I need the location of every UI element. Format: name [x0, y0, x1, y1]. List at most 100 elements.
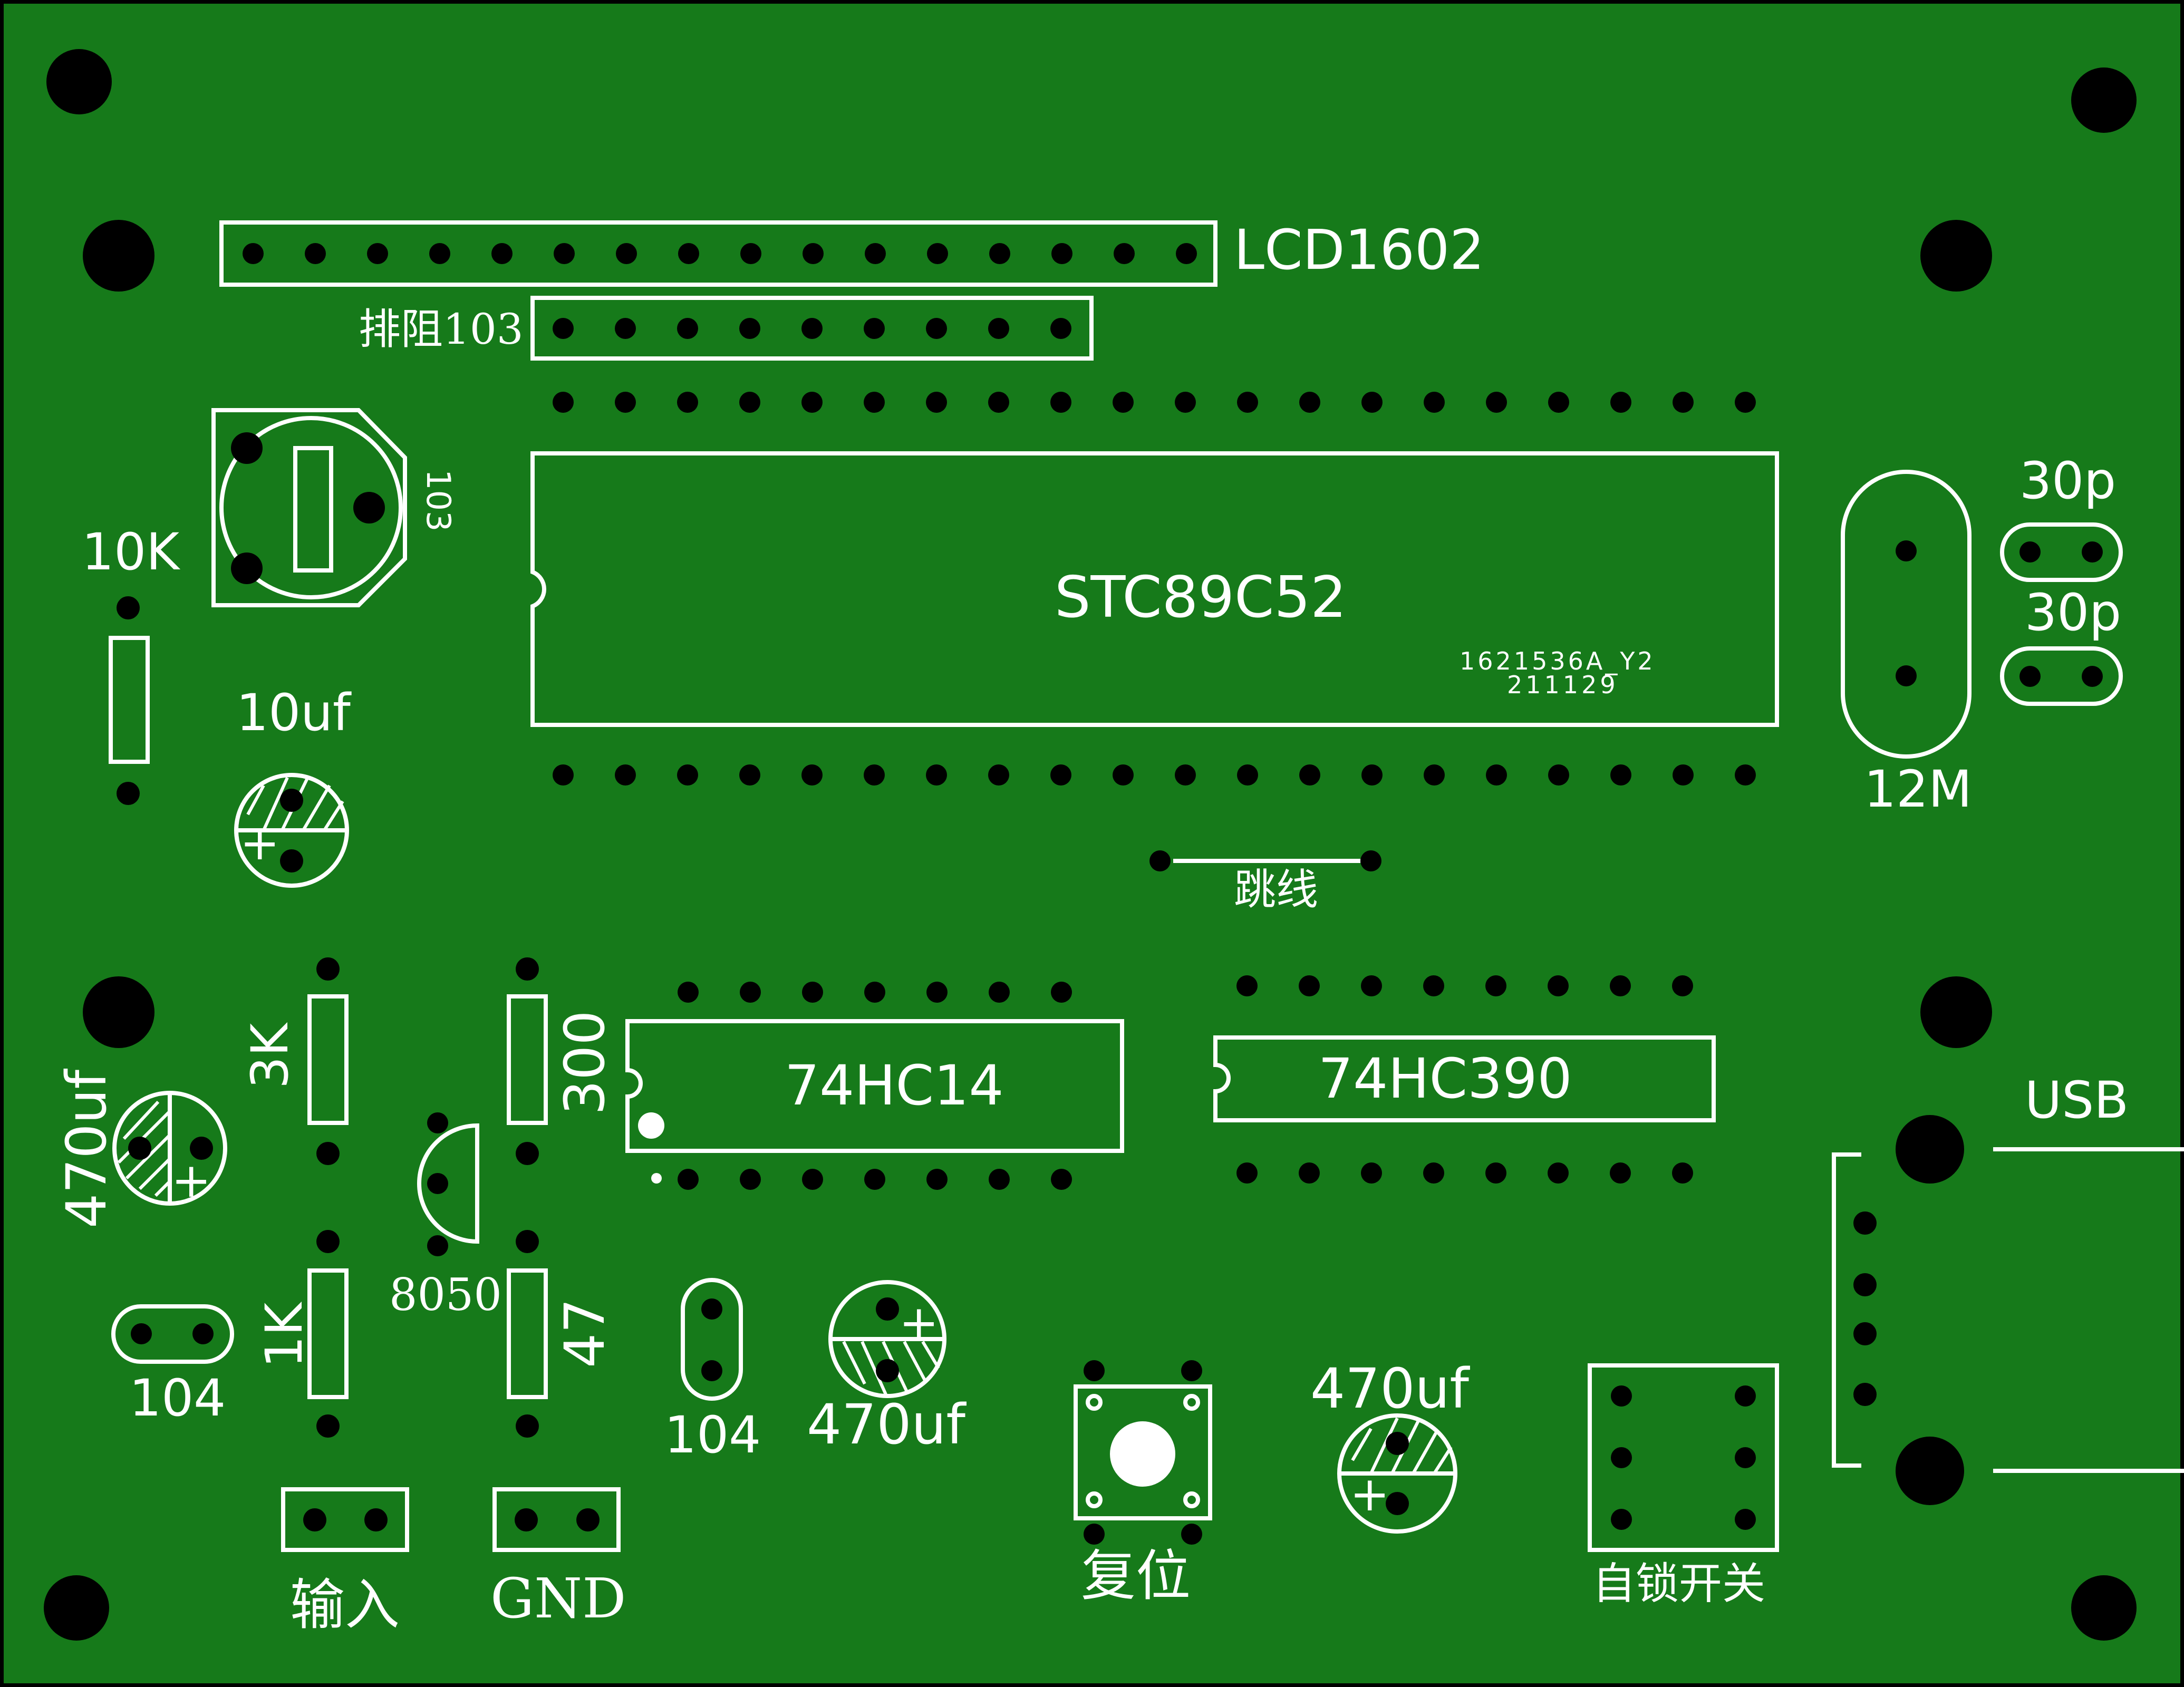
ic-74hc390-pad	[1485, 975, 1506, 996]
resistor-network-pad	[1050, 318, 1071, 339]
input-label: 输入	[290, 1573, 400, 1637]
ic-74hc390-pad	[1548, 975, 1569, 996]
ic-74hc390-pad	[1610, 1162, 1631, 1184]
mcu-pad	[1361, 392, 1383, 413]
mcu-pad	[1113, 392, 1134, 413]
mcu-pad	[1175, 392, 1196, 413]
ic-74hc390-pad	[1236, 975, 1258, 996]
mcu-pad	[1486, 392, 1507, 413]
lcd-pad	[803, 243, 824, 264]
ic-74hc14-pad	[740, 1169, 761, 1190]
mcu-pad	[1050, 392, 1071, 413]
capacitor-104-mid-label: 104	[664, 1405, 761, 1465]
mcu-pad	[988, 392, 1009, 413]
lcd-pad	[429, 243, 450, 264]
resistor-47: 47	[507, 1230, 617, 1438]
lcd-pad	[865, 243, 886, 264]
capacitor-10uf: 10uf +	[234, 683, 352, 888]
capacitor-470uf-left-label: 470uf	[54, 1069, 119, 1228]
mcu-pad	[739, 392, 760, 413]
mcu-pad	[1113, 764, 1134, 786]
mcu-pad	[1237, 392, 1258, 413]
lcd1602-header: LCD1602	[219, 218, 1484, 287]
lcd-pad	[927, 243, 948, 264]
lcd-pad	[491, 243, 513, 264]
input-header: 输入	[281, 1487, 409, 1637]
mcu-pad	[1735, 764, 1756, 786]
mounting-holes	[44, 49, 2137, 1641]
resistor-10k: 10K	[82, 522, 180, 805]
usb-connector: USB	[1832, 1071, 2184, 1505]
ic-74hc14-pad	[740, 982, 761, 1003]
usb-label: USB	[2025, 1071, 2129, 1130]
ic-74hc390-pad	[1485, 1162, 1506, 1184]
ic-74hc390-label: 74HC390	[1318, 1046, 1572, 1111]
lcd-pad	[678, 243, 699, 264]
lcd-pad	[367, 243, 388, 264]
latch-switch-label: 自锁开关	[1592, 1559, 1765, 1609]
ic-74hc14-pad	[864, 982, 885, 1003]
mcu-pad	[926, 392, 947, 413]
resistor-1k-label: 1K	[255, 1302, 314, 1368]
ic-74hc390-pad	[1672, 1162, 1693, 1184]
ic-74hc390-pad	[1361, 1162, 1382, 1184]
capacitor-104-left-label: 104	[129, 1369, 226, 1428]
mcu-pad	[864, 764, 885, 786]
capacitor-30p-1-label: 30p	[2019, 451, 2116, 510]
capacitor-30p-2-label: 30p	[2025, 583, 2121, 642]
ic-74hc14-label: 74HC14	[785, 1053, 1004, 1118]
mcu-pad	[1610, 392, 1631, 413]
board-id-label: 1621536A_Y2	[1460, 647, 1656, 675]
jumper-label: 跳线	[1234, 865, 1318, 914]
gnd-label: GND	[490, 1566, 626, 1631]
mcu-pad	[864, 392, 885, 413]
resistor-network-pad	[553, 318, 574, 339]
ic-74hc390-pad	[1610, 975, 1631, 996]
capacitor-470uf-mid: + 470uf	[807, 1280, 967, 1457]
mcu-pad	[1299, 764, 1320, 786]
resistor-10k-label: 10K	[82, 522, 180, 581]
mcu-label: STC89C52	[1055, 565, 1347, 631]
mcu-pad	[926, 764, 947, 786]
ic-74hc390-pad	[1672, 975, 1693, 996]
mcu-pad	[1299, 392, 1320, 413]
mcu-pad	[1424, 764, 1445, 786]
mcu-pad	[553, 392, 574, 413]
pot-label: 103	[419, 469, 458, 531]
lcd-pad	[1114, 243, 1135, 264]
lcd-pad	[243, 243, 264, 264]
resistor-3k: 3K	[240, 957, 349, 1165]
capacitor-10uf-label: 10uf	[236, 683, 352, 742]
lcd-pad	[616, 243, 637, 264]
capacitor-470uf-right-plus: +	[1350, 1467, 1389, 1522]
mcu-pad	[615, 764, 636, 786]
capacitor-30p-1: 30p	[2000, 451, 2123, 582]
reset-button: 复位	[1074, 1360, 1212, 1608]
mcu-pad	[1548, 392, 1569, 413]
latch-switch: 自锁开关	[1588, 1363, 1779, 1609]
ic-74hc390-pad	[1423, 1162, 1444, 1184]
transistor-label: 8050	[389, 1269, 502, 1321]
mcu-pad	[1361, 764, 1383, 786]
resistor-network-pad	[988, 318, 1009, 339]
resistor-1k: 1K	[255, 1230, 349, 1438]
lcd-pad	[554, 243, 575, 264]
capacitor-470uf-left-plus: +	[171, 1153, 211, 1208]
mcu-pad	[1548, 764, 1569, 786]
resistor-network-pad	[801, 318, 823, 339]
capacitor-10uf-plus: +	[240, 816, 279, 871]
ic-74hc14-pad	[1051, 1169, 1072, 1190]
ic-74hc14-pad	[1051, 982, 1072, 1003]
mcu-stc89c52: STC89C52 1621536A_Y2 211129	[530, 392, 1779, 786]
resistor-network-pad	[864, 318, 885, 339]
mcu-pad	[1424, 392, 1445, 413]
lcd-pad	[305, 243, 326, 264]
capacitor-470uf-right-label: 470uf	[1310, 1356, 1470, 1421]
lcd-pad	[989, 243, 1010, 264]
ic-74hc14-pad	[864, 1169, 885, 1190]
transistor-8050: 8050	[389, 1112, 502, 1321]
ic-74hc14: 74HC14	[625, 982, 1124, 1190]
crystal-label: 12M	[1864, 760, 1972, 819]
mcu-pad	[1673, 764, 1694, 786]
